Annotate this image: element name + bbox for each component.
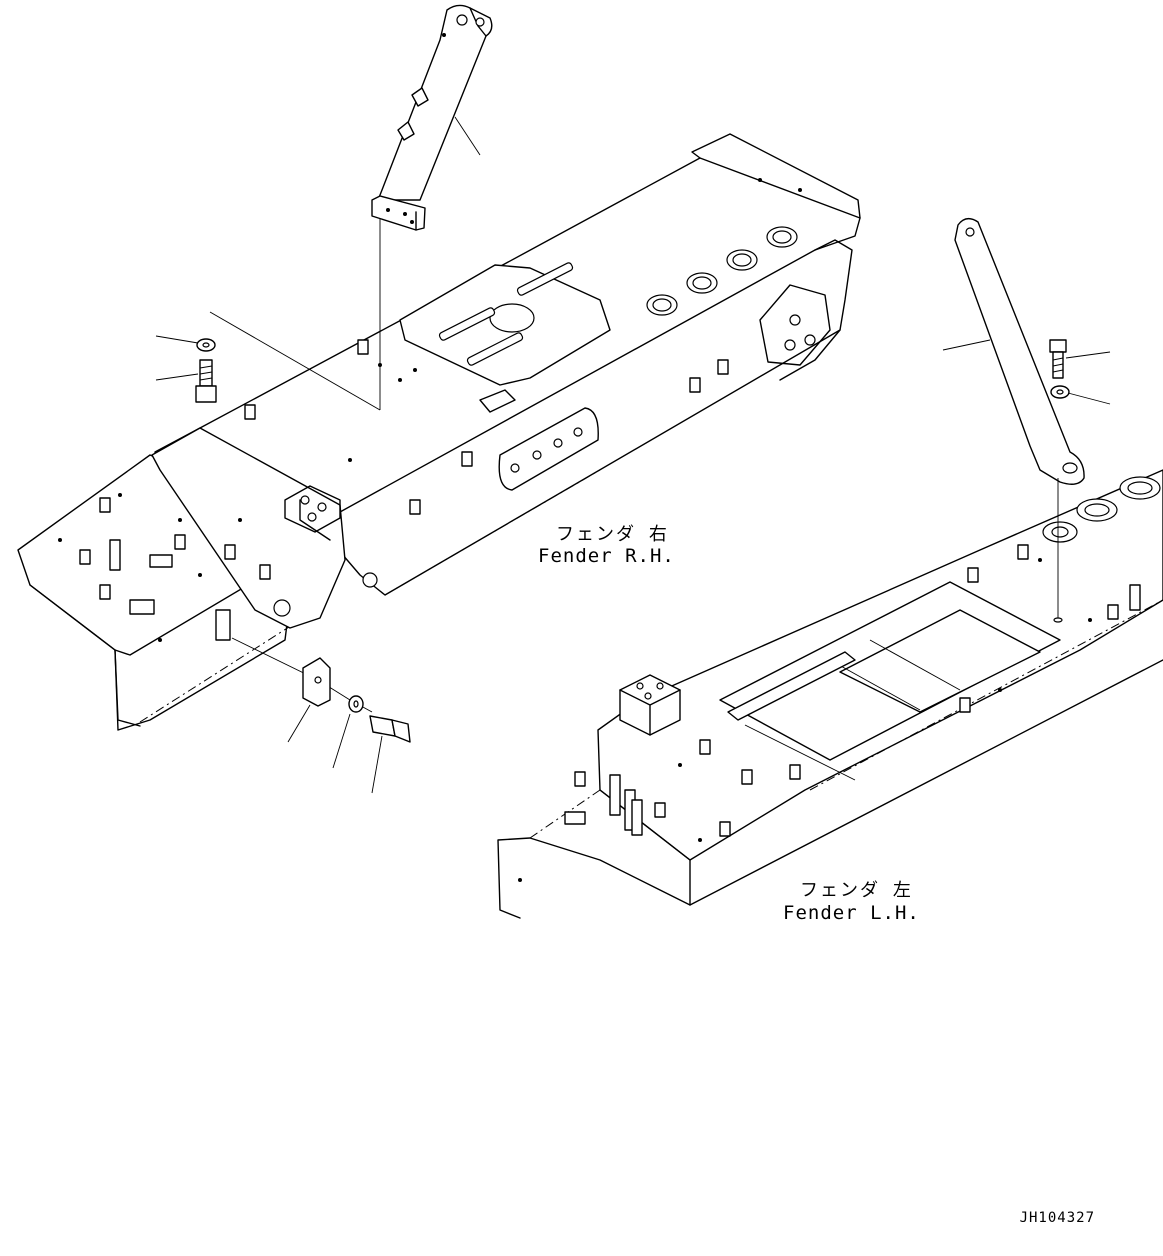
rh-support-bracket <box>371 4 493 410</box>
rh-clip-assembly <box>231 637 411 794</box>
fender-rh-label-jp: フェンダ 右 <box>556 524 669 545</box>
rh-washer-bolt <box>155 311 381 411</box>
lh-support-bar <box>942 217 1085 623</box>
fender-lh <box>497 217 1163 919</box>
rh-studs <box>58 178 802 642</box>
fender-rh <box>17 4 861 794</box>
fender-lh-label-en: Fender L.H. <box>783 902 920 924</box>
fender-lh-label-jp: フェンダ 左 <box>800 880 913 901</box>
drawing-number: JH104327 <box>1019 1210 1095 1226</box>
lh-bolt-washer <box>1049 339 1111 405</box>
fender-rh-label-en: Fender R.H. <box>538 545 675 567</box>
lh-studs <box>518 544 1141 882</box>
